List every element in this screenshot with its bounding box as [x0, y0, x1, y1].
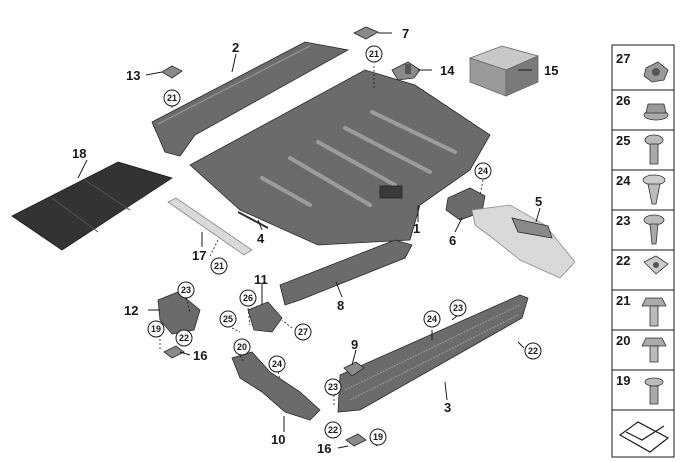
part-3-rail — [337, 294, 529, 413]
callout-5: 5 — [535, 194, 542, 209]
circled-19-a: 19 — [147, 320, 165, 338]
hex-bolt-icon — [641, 297, 667, 327]
callout-14: 14 — [440, 63, 455, 78]
svg-text:24: 24 — [272, 359, 282, 369]
callout-12: 12 — [124, 303, 138, 318]
callout-6: 6 — [449, 233, 456, 248]
svg-text:23: 23 — [453, 303, 463, 313]
fastener-22-label: 22 — [616, 253, 630, 268]
svg-text:20: 20 — [237, 342, 247, 352]
circled-21-c: 21 — [210, 257, 228, 275]
circled-26: 26 — [239, 289, 257, 307]
svg-text:24: 24 — [427, 314, 437, 324]
clip-nut-icon — [643, 255, 669, 275]
fastener-19-label: 19 — [616, 373, 630, 388]
leader-lines — [77, 32, 541, 449]
part-15-box — [468, 45, 540, 97]
fastener-21-label: 21 — [616, 293, 630, 308]
callout-18: 18 — [72, 146, 86, 161]
nut-icon — [643, 61, 669, 83]
circled-24-b: 24 — [268, 355, 286, 373]
circled-23-b: 23 — [449, 299, 467, 317]
callout-7: 7 — [402, 26, 409, 41]
circled-23-c: 23 — [324, 378, 342, 396]
fastener-26-label: 26 — [616, 93, 630, 108]
circled-24-c: 24 — [423, 310, 441, 328]
callout-3: 3 — [444, 400, 451, 415]
callout-15: 15 — [544, 63, 558, 78]
circled-20: 20 — [233, 338, 251, 356]
svg-text:22: 22 — [328, 425, 338, 435]
callout-1: 1 — [413, 221, 420, 236]
circled-21-a: 21 — [163, 89, 181, 107]
circled-19-b: 19 — [369, 428, 387, 446]
circled-21-b: 21 — [365, 45, 383, 63]
svg-text:27: 27 — [298, 327, 308, 337]
part-13-clip — [161, 65, 183, 79]
fastener-20-label: 20 — [616, 333, 630, 348]
svg-text:23: 23 — [328, 382, 338, 392]
fastener-27-label: 27 — [616, 51, 630, 66]
diagram-emblem-icon — [618, 421, 670, 453]
svg-text:19: 19 — [373, 432, 383, 442]
svg-text:22: 22 — [179, 333, 189, 343]
svg-text:25: 25 — [223, 314, 233, 324]
part-4-rod — [237, 211, 269, 229]
part-14-latch — [391, 61, 421, 81]
callout-13: 13 — [126, 68, 140, 83]
part-10-bracket — [231, 351, 321, 421]
bolt-icon — [644, 134, 664, 165]
screw-icon — [643, 214, 665, 245]
circled-22-b: 22 — [524, 342, 542, 360]
circled-23-a: 23 — [177, 281, 195, 299]
fastener-24-label: 24 — [616, 173, 631, 188]
part-18-mat — [11, 161, 173, 251]
callout-17: 17 — [192, 248, 206, 263]
svg-text:21: 21 — [214, 261, 224, 271]
fastener-23-label: 23 — [616, 213, 630, 228]
circled-25: 25 — [219, 310, 237, 328]
circled-22-a: 22 — [175, 329, 193, 347]
svg-text:21: 21 — [167, 93, 177, 103]
hex-bolt-short-icon — [641, 337, 667, 363]
callout-11: 11 — [254, 272, 268, 287]
svg-text:23: 23 — [181, 285, 191, 295]
part-8-bracket — [279, 239, 413, 306]
callout-16-b: 16 — [317, 441, 331, 456]
part-7-clip — [353, 26, 379, 40]
part-16-clip-b — [345, 433, 367, 447]
svg-text:24: 24 — [478, 166, 488, 176]
svg-text:26: 26 — [243, 293, 253, 303]
callout-2: 2 — [232, 40, 239, 55]
part-16-clip-a — [163, 345, 185, 359]
callout-9: 9 — [351, 337, 358, 352]
svg-text:22: 22 — [528, 346, 538, 356]
part-2-floor-panel — [151, 41, 350, 157]
countersunk-screw-icon — [644, 377, 664, 405]
part-11-bracket — [247, 301, 283, 333]
part-17-strip — [167, 197, 253, 256]
circled-22-c: 22 — [324, 421, 342, 439]
flange-nut-icon — [643, 103, 669, 121]
circled-24-a: 24 — [474, 162, 492, 180]
callout-4: 4 — [257, 231, 265, 246]
callout-16-a: 16 — [193, 348, 207, 363]
circled-27: 27 — [294, 323, 312, 341]
callout-8: 8 — [337, 298, 344, 313]
push-clip-icon — [642, 174, 666, 205]
fastener-table: 27 26 25 24 23 22 21 20 19 — [611, 44, 675, 458]
part-1-main-floor — [189, 69, 491, 246]
fastener-25-label: 25 — [616, 133, 630, 148]
svg-text:21: 21 — [369, 49, 379, 59]
svg-text:19: 19 — [151, 324, 161, 334]
callout-10: 10 — [271, 432, 285, 447]
part-5-light-bracket — [471, 204, 576, 279]
